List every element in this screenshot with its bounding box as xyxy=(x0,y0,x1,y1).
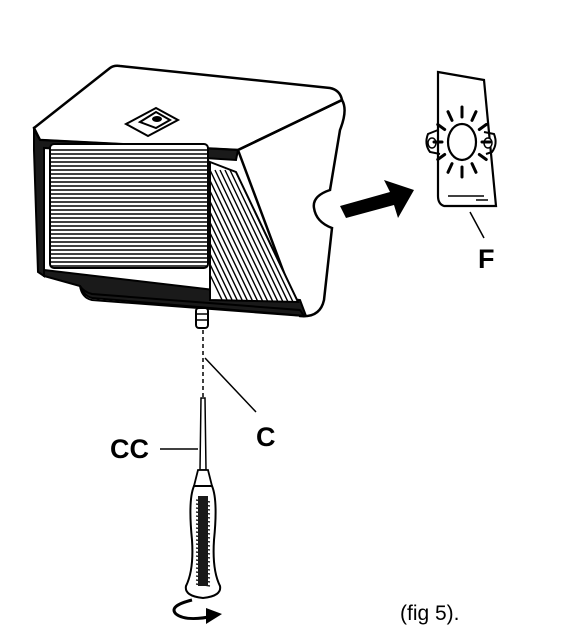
callout-f: F xyxy=(478,244,495,274)
grille-slat xyxy=(224,169,290,302)
grille-slat xyxy=(210,169,260,302)
callout-c: C xyxy=(256,422,276,452)
top-control-knob xyxy=(123,106,181,138)
front-grille-slats xyxy=(50,149,208,267)
wall-bracket xyxy=(425,70,498,208)
heater-top-face xyxy=(32,64,344,152)
rotate-arrow-icon xyxy=(172,598,222,624)
heater-unit xyxy=(32,64,369,329)
screwdriver xyxy=(184,330,222,600)
bracket-slot xyxy=(477,123,488,131)
grille-slat xyxy=(289,169,298,302)
grille-slat xyxy=(305,170,369,304)
grille-slat xyxy=(210,169,230,302)
figure-caption: (fig 5). xyxy=(400,602,460,625)
callout-cc: CC xyxy=(110,434,149,464)
bracket-slot xyxy=(446,162,454,174)
leader-line-screw xyxy=(204,357,257,413)
grille-slat xyxy=(210,169,250,302)
bracket-slot xyxy=(436,153,447,161)
grille-slat xyxy=(210,169,240,302)
heater-base-lip xyxy=(79,285,306,318)
grille-slat xyxy=(214,169,280,302)
arrow-right-icon xyxy=(340,180,414,218)
grille-slat xyxy=(229,169,295,302)
grille-slat xyxy=(210,169,255,302)
grille-slat xyxy=(219,169,285,302)
handle-grip-core xyxy=(198,496,208,586)
bracket-slot xyxy=(446,110,454,122)
bracket-slot xyxy=(436,123,447,131)
grille-slat xyxy=(210,169,245,302)
bottom-plug xyxy=(195,307,209,329)
grille-slat xyxy=(210,169,265,302)
grille-slat xyxy=(210,169,235,302)
heater-side-body xyxy=(236,98,346,318)
grille-slat xyxy=(210,169,270,302)
leader-line-bracket xyxy=(469,211,485,239)
bracket-slot xyxy=(470,110,478,122)
grille-slat xyxy=(284,169,298,302)
bracket-slot xyxy=(470,162,478,174)
bracket-slot xyxy=(477,153,488,161)
grille-slat xyxy=(210,169,225,302)
grille-slat xyxy=(210,169,275,302)
